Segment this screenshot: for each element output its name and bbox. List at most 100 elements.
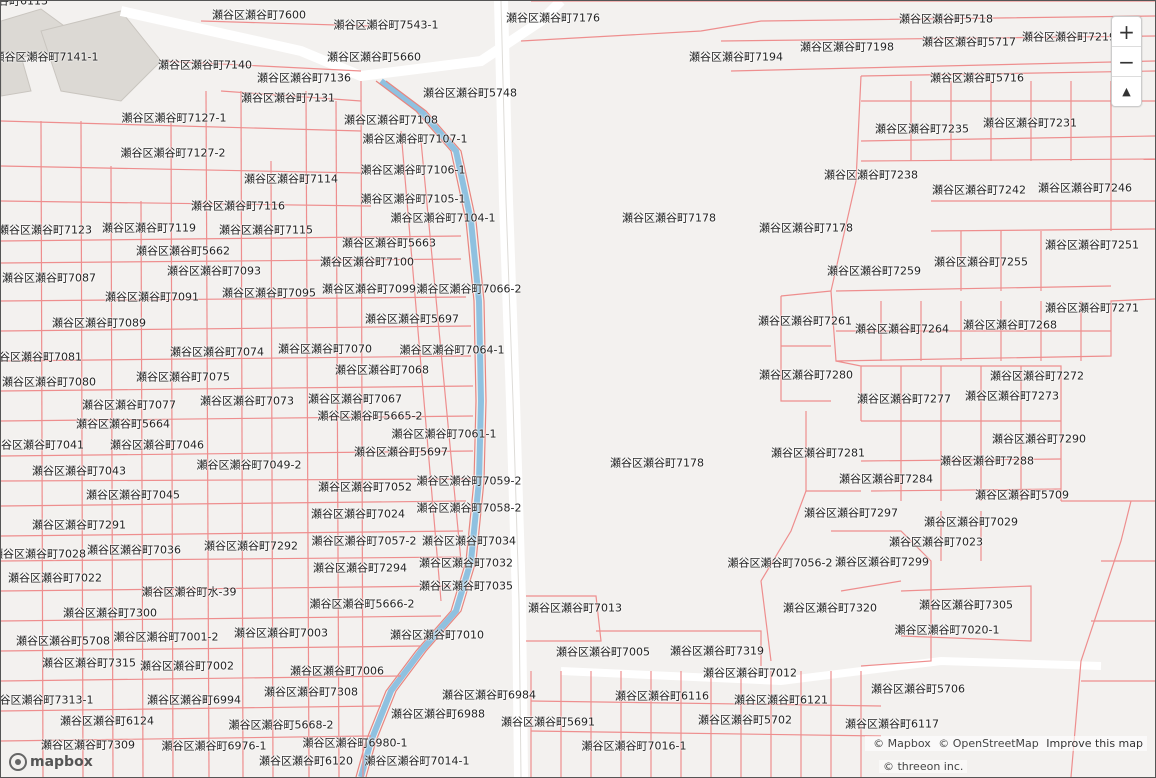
parcel-label: 瀬谷区瀬谷町7067 (308, 392, 402, 406)
parcel-label: 瀬谷区瀬谷町6120 (259, 754, 353, 768)
osm-attribution-link[interactable]: © OpenStreetMap (938, 737, 1039, 750)
parcel-label: 瀬谷区瀬谷町7036 (87, 543, 181, 557)
parcel-label: 瀬谷区瀬谷町7264 (855, 322, 949, 336)
parcel-label: 瀬谷区瀬谷町5709 (975, 488, 1069, 502)
parcel-label: 瀬谷区瀬谷町7032 (419, 556, 513, 570)
zoom-out-button[interactable]: − (1112, 47, 1141, 77)
improve-map-link[interactable]: Improve this map (1046, 737, 1143, 750)
parcel-label: 瀬谷区瀬谷町5697 (365, 312, 459, 326)
parcel-label: 瀬谷区瀬谷町5668-2 (228, 718, 334, 732)
parcel-label: 瀬谷区瀬谷町6984 (442, 688, 536, 702)
parcel-label: 瀬谷区瀬谷町7068 (335, 363, 429, 377)
parcel-label: 瀬谷区瀬谷町7115 (219, 223, 313, 237)
parcel-label: 瀬谷区瀬谷町7315 (42, 656, 136, 670)
parcel-label: 瀬谷区瀬谷町5662 (136, 244, 230, 258)
parcel-label: 瀬谷区瀬谷町7305 (919, 598, 1013, 612)
parcel-label: 瀬谷区瀬谷町7238 (824, 168, 918, 182)
parcel-label: 瀬谷区瀬谷町7268 (963, 318, 1057, 332)
parcel-label: 瀬谷区瀬谷町6116 (615, 689, 709, 703)
parcel-label: 瀬谷区瀬谷町7035 (419, 579, 513, 593)
parcel-label: 瀬谷区瀬谷町7297 (804, 506, 898, 520)
compass-button[interactable]: ▲ (1122, 85, 1131, 98)
parcel-label: 瀬谷区瀬谷町7320 (783, 601, 877, 615)
parcel-label: 瀬谷区瀬谷町7259 (827, 264, 921, 278)
parcel-label: 瀬谷区瀬谷町7219 (1022, 30, 1116, 44)
parcel-label: 瀬谷区瀬谷町7010 (390, 628, 484, 642)
parcel-label: 瀬谷区瀬谷町7052 (318, 480, 412, 494)
parcel-label: 瀬谷区瀬谷町水-39 (141, 585, 237, 599)
parcel-label: 瀬谷区瀬谷町7272 (990, 369, 1084, 383)
parcel-label: 瀬谷区瀬谷町7291 (32, 518, 126, 532)
parcel-label: 瀬谷区瀬谷町5702 (698, 713, 792, 727)
parcel-label: 瀬谷区瀬谷町7041 (0, 438, 84, 452)
parcel-label: 瀬谷区瀬谷町7081 (0, 350, 82, 364)
parcel-label: 瀬谷区瀬谷町7066-2 (416, 282, 522, 296)
parcel-label: 瀬谷区瀬谷町7016-1 (581, 739, 687, 753)
parcel-label: 瀬谷区瀬谷町7029 (924, 515, 1018, 529)
parcel-label: 瀬谷区瀬谷町7543-1 (333, 18, 439, 32)
mapbox-attribution-link[interactable]: © Mapbox (873, 737, 931, 750)
zoom-in-button[interactable]: + (1112, 17, 1141, 47)
parcel-label: 瀬谷区瀬谷町7313-1 (0, 693, 94, 707)
parcel-label: 瀬谷区瀬谷町7141-1 (0, 50, 99, 64)
parcel-label: 瀬谷区瀬谷町7080 (2, 375, 96, 389)
parcel-label: 瀬谷区瀬谷町5697 (354, 445, 448, 459)
threeon-attribution: © threeon inc. (879, 760, 968, 773)
parcel-label: 瀬谷区瀬谷町6117 (845, 717, 939, 731)
parcel-label: 瀬谷区瀬谷町7271 (1045, 301, 1139, 315)
parcel-label: 瀬谷区瀬谷町7235 (875, 122, 969, 136)
parcel-label: 瀬谷区瀬谷町7028 (0, 547, 86, 561)
parcel-label: 瀬谷区瀬谷町7107-1 (362, 132, 468, 146)
parcel-label: 瀬谷区瀬谷町6124 (60, 714, 154, 728)
parcel-label: 瀬谷区瀬谷町6976-1 (161, 739, 267, 753)
parcel-label: 瀬谷区瀬谷町7064-1 (399, 343, 505, 357)
parcel-label: 瀬谷区瀬谷町7251 (1045, 238, 1139, 252)
parcel-label: 瀬谷区瀬谷町7116 (191, 199, 285, 213)
parcel-label: 瀬谷区瀬谷町7127-1 (121, 111, 227, 125)
parcel-label: 瀬谷区瀬谷町5663 (342, 236, 436, 250)
parcel-label: 瀬谷区瀬谷町7127-2 (120, 146, 226, 160)
parcel-label: 瀬谷区瀬谷町5716 (930, 71, 1024, 85)
parcel-label: 瀬谷区瀬谷町5691 (501, 715, 595, 729)
parcel-label: 瀬谷区瀬谷町7002 (140, 659, 234, 673)
mapbox-logo[interactable]: mapbox (9, 753, 93, 771)
parcel-label: 瀬谷区瀬谷町7059-2 (416, 474, 522, 488)
parcel-label: 瀬谷区瀬谷町6980-1 (302, 736, 408, 750)
parcel-label: 瀬谷区瀬谷町7005 (556, 645, 650, 659)
parcel-label: 瀬谷区瀬谷町7119 (102, 221, 196, 235)
parcel-label: 瀬谷区瀬谷町7024 (311, 507, 405, 521)
parcel-label: 瀬谷区瀬谷町7319 (670, 644, 764, 658)
parcel-label: 瀬谷区瀬谷町7136 (257, 71, 351, 85)
parcel-label: 瀬谷区瀬谷町7131 (241, 91, 335, 105)
parcel-label: 瀬谷区瀬谷町6994 (147, 693, 241, 707)
parcel-label: 瀬谷区瀬谷町7070 (278, 342, 372, 356)
parcel-label: 瀬谷区瀬谷町7290 (992, 432, 1086, 446)
parcel-label: 瀬谷区瀬谷町7108 (344, 113, 438, 127)
parcel-label: 瀬谷区瀬谷町7123 (0, 223, 92, 237)
parcel-label: 瀬谷区瀬谷町5665-2 (317, 409, 423, 423)
parcel-label: 瀬谷区瀬谷町7273 (965, 389, 1059, 403)
mapbox-logo-icon (9, 753, 27, 771)
parcel-label: 瀬谷区瀬谷町7034 (422, 534, 516, 548)
parcel-label: 瀬谷区瀬谷町7099 (322, 282, 416, 296)
parcel-label: 瀬谷区瀬谷町7061-1 (391, 427, 497, 441)
parcel-label: 瀬谷区瀬谷町7288 (940, 454, 1034, 468)
parcel-label: 瀬谷区瀬谷町6121 (734, 693, 828, 707)
parcel-label: 瀬谷区瀬谷町7194 (689, 50, 783, 64)
parcel-label: 瀬谷区瀬谷町5748 (423, 86, 517, 100)
parcel-label: 瀬谷区瀬谷町7100 (320, 255, 414, 269)
parcel-label: 瀬谷区瀬谷町5718 (899, 12, 993, 26)
parcel-label: 瀬谷区瀬谷町7058-2 (416, 501, 522, 515)
parcel-label: 瀬谷区瀬谷町7178 (759, 221, 853, 235)
parcel-label: 瀬谷区瀬谷町7308 (264, 685, 358, 699)
parcel-label: 瀬谷区瀬谷町7023 (889, 535, 983, 549)
parcel-label: 瀬谷区瀬谷町7277 (857, 392, 951, 406)
parcel-label: 瀬谷区瀬谷町7006 (290, 664, 384, 678)
parcel-label: 瀬谷区瀬谷町7012 (703, 666, 797, 680)
parcel-label: 瀬谷区瀬谷町7281 (771, 446, 865, 460)
parcel-label: 瀬谷区瀬谷町7091 (105, 290, 199, 304)
parcel-label: 瀬谷区瀬谷町7309 (41, 738, 135, 752)
parcel-label: 瀬谷区瀬谷町7014-1 (364, 754, 470, 768)
